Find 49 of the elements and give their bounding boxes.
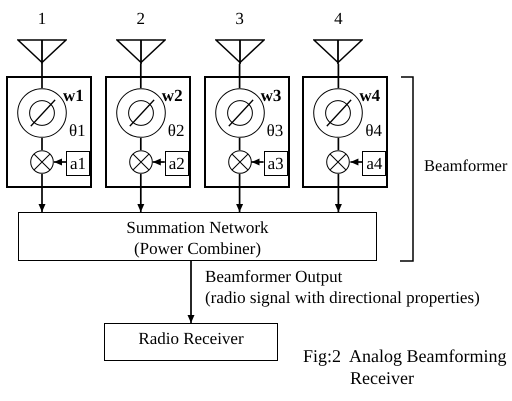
multiplier-symbol xyxy=(326,150,350,174)
amplitude-box: a4 xyxy=(362,151,386,176)
connector-line xyxy=(41,64,43,88)
antenna-number: 3 xyxy=(234,8,245,29)
weight-label: w4 xyxy=(359,85,382,106)
amplitude-box: a2 xyxy=(164,151,189,176)
phase-label: θ1 xyxy=(69,120,87,141)
arrow xyxy=(350,158,362,166)
antenna-symbol xyxy=(116,39,166,64)
weight-label: w1 xyxy=(63,85,85,106)
connector-line xyxy=(41,138,43,150)
antenna-symbol xyxy=(214,39,265,64)
multiplier-symbol xyxy=(228,150,252,174)
arrow xyxy=(137,174,144,212)
arrow xyxy=(188,261,194,323)
arrow xyxy=(38,174,46,212)
connector-line xyxy=(140,64,142,88)
amplitude-box: a3 xyxy=(264,151,288,176)
receiver-box: Radio Receiver xyxy=(104,323,278,361)
antenna-number: 2 xyxy=(136,8,146,29)
connector-line xyxy=(338,138,340,150)
multiplier-symbol xyxy=(128,150,153,174)
antenna-symbol xyxy=(17,39,67,64)
arrow xyxy=(334,174,342,212)
antenna-symbol xyxy=(313,39,364,64)
figure-caption: Fig:2 Analog Beamforming Receiver xyxy=(303,345,508,389)
phase-label: θ2 xyxy=(168,120,186,141)
multiplier-symbol xyxy=(30,150,54,174)
bracket-label: Beamformer xyxy=(424,155,508,176)
weight-label: w2 xyxy=(162,85,184,106)
channel-box xyxy=(6,76,92,188)
arrow xyxy=(252,158,264,166)
arrow xyxy=(236,174,244,212)
arrow xyxy=(54,158,66,166)
amplitude-box: a1 xyxy=(66,151,90,176)
connector-line xyxy=(338,64,340,88)
summation-network-box: Summation Network (Power Combiner) xyxy=(18,212,377,261)
arrow xyxy=(152,158,165,166)
antenna-number: 4 xyxy=(333,8,344,29)
channel-box xyxy=(104,76,191,188)
connector-line xyxy=(238,64,240,88)
channel-box xyxy=(204,76,290,188)
antenna-number: 1 xyxy=(36,8,48,29)
phase-label: θ3 xyxy=(266,120,284,141)
phase-label: θ4 xyxy=(365,120,384,141)
connector-line xyxy=(140,138,142,150)
weight-label: w3 xyxy=(260,85,282,106)
channel-box xyxy=(302,76,388,188)
connector-line xyxy=(238,138,240,150)
